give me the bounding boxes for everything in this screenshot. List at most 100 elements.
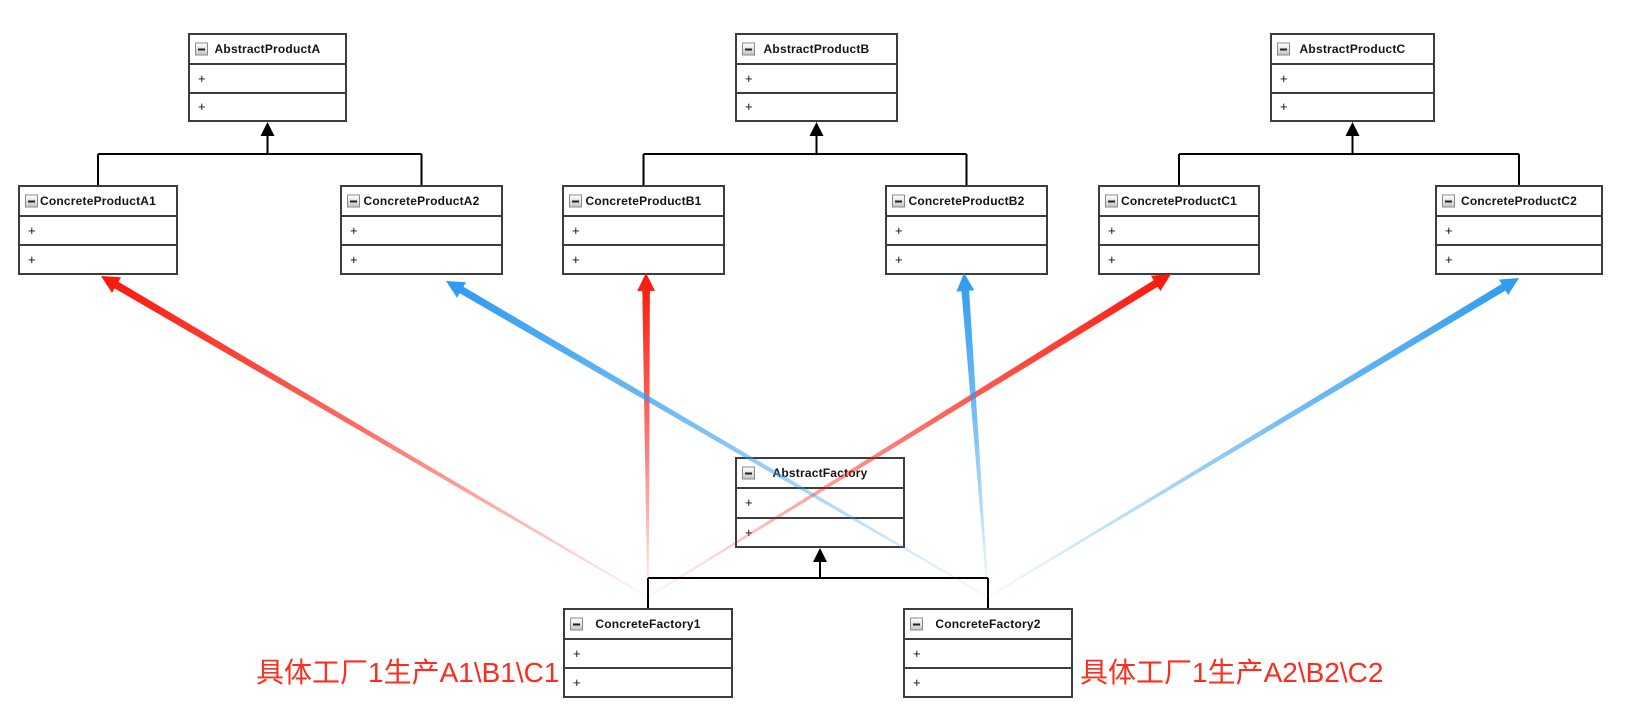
class-header: ConcreteProductC2 (1437, 187, 1601, 215)
class-name-label: AbstractProductB (763, 42, 870, 56)
class-member: + (737, 91, 896, 121)
class-member: + (342, 215, 501, 244)
class-abstract-product-a[interactable]: AbstractProductA++ (188, 33, 347, 122)
minus-glyph (1108, 200, 1115, 202)
class-concrete-product-b1[interactable]: ConcreteProductB1 + + (562, 185, 725, 275)
class-name-label: ConcreteProductA2 (363, 194, 480, 208)
collapse-icon[interactable] (1442, 194, 1455, 208)
generalization-abstract-product-b (642, 134, 968, 185)
class-member: + (565, 638, 731, 667)
minus-glyph (198, 48, 205, 50)
collapse-icon[interactable] (1277, 42, 1290, 56)
class-member: + (1437, 244, 1601, 273)
minus-glyph (1280, 48, 1287, 50)
visibility-marker: + (1445, 223, 1453, 238)
class-member: + (1100, 244, 1258, 273)
class-member: + (737, 487, 903, 517)
visibility-marker: + (350, 223, 358, 238)
class-member: + (190, 63, 345, 92)
class-header: ConcreteProductB1 (564, 187, 723, 215)
class-header: ConcreteProductC1 (1100, 187, 1258, 215)
class-member: + (1100, 215, 1258, 244)
visibility-marker: + (745, 495, 753, 511)
collapse-icon[interactable] (195, 42, 208, 56)
class-name-label: ConcreteProductC2 (1460, 194, 1578, 208)
class-member: + (564, 244, 723, 273)
visibility-marker: + (1108, 252, 1116, 267)
visibility-marker: + (28, 252, 36, 267)
class-concrete-product-c2[interactable]: ConcreteProductC2 + + (1435, 185, 1603, 275)
class-header: ConcreteProductA1 (20, 187, 176, 215)
class-header: ConcreteFactory2 (905, 610, 1071, 638)
visibility-marker: + (745, 70, 753, 86)
class-header: ConcreteFactory1 (565, 610, 731, 638)
class-name-label: ConcreteProductB2 (908, 194, 1025, 208)
creates-arrow-factory1-creates-productA1 (101, 276, 649, 598)
class-name-label: AbstractProductA (214, 42, 321, 56)
class-abstract-product-c[interactable]: AbstractProductC++ (1270, 33, 1435, 122)
creates-arrow-factory1-creates-productC1 (647, 274, 1171, 598)
class-member: + (1272, 91, 1433, 121)
minus-glyph (895, 200, 902, 202)
class-concrete-product-b2[interactable]: ConcreteProductB2 + + (885, 185, 1048, 275)
minus-glyph (1445, 200, 1452, 202)
visibility-marker: + (745, 99, 753, 115)
generalization-abstract-product-c (1178, 134, 1520, 185)
collapse-icon[interactable] (347, 194, 360, 208)
annotation-factory2-produces: 具体工厂1生产A2\B2\C2 (1080, 657, 1384, 688)
generalization-abstract-factory (647, 560, 989, 608)
class-abstract-product-b[interactable]: AbstractProductB + + (735, 33, 898, 122)
visibility-marker: + (198, 70, 206, 86)
class-name-label: ConcreteProductA1 (39, 194, 157, 208)
inheritance-arrowhead-abstract-product-b (809, 122, 824, 136)
collapse-icon[interactable] (1105, 194, 1118, 208)
minus-glyph (573, 623, 580, 625)
minus-glyph (745, 472, 752, 474)
visibility-marker: + (572, 223, 580, 238)
class-member: + (564, 215, 723, 244)
class-member: + (887, 244, 1046, 273)
generalization-abstract-product-a (97, 134, 423, 185)
annotation-factory1-produces: 具体工厂1生产A1\B1\C1 (256, 657, 560, 688)
class-header: AbstractProductC (1272, 35, 1433, 63)
visibility-marker: + (745, 524, 753, 540)
class-name-label: AbstractProductC (1299, 42, 1406, 56)
visibility-marker: + (895, 223, 903, 238)
class-concrete-product-c1[interactable]: ConcreteProductC1 + + (1098, 185, 1260, 275)
creates-arrow-factory2-creates-productB2 (956, 273, 989, 598)
creates-arrow-factory2-creates-productA2 (446, 281, 989, 598)
class-concrete-factory1[interactable]: ConcreteFactory1 + + (563, 608, 733, 698)
minus-glyph (350, 200, 357, 202)
collapse-icon[interactable] (570, 617, 583, 631)
minus-glyph (28, 200, 35, 202)
class-name-label: ConcreteFactory2 (935, 617, 1041, 631)
class-concrete-product-a2[interactable]: ConcreteProductA2++ (340, 185, 503, 275)
creates-arrow-factory1-creates-productB1 (637, 273, 656, 597)
class-concrete-product-a1[interactable]: ConcreteProductA1 + + (18, 185, 178, 275)
class-member: + (20, 215, 176, 244)
class-member: + (1437, 215, 1601, 244)
visibility-marker: + (1445, 252, 1453, 267)
class-header: ConcreteProductB2 (887, 187, 1046, 215)
visibility-marker: + (1280, 99, 1288, 115)
collapse-icon[interactable] (892, 194, 905, 208)
class-member: + (737, 63, 896, 92)
minus-glyph (913, 623, 920, 625)
visibility-marker: + (1108, 223, 1116, 238)
collapse-icon[interactable] (25, 194, 38, 208)
visibility-marker: + (573, 646, 581, 661)
collapse-icon[interactable] (569, 194, 582, 208)
class-concrete-factory2[interactable]: ConcreteFactory2 ++ (903, 608, 1073, 698)
class-member: + (565, 667, 731, 696)
collapse-icon[interactable] (910, 617, 923, 631)
collapse-icon[interactable] (742, 466, 755, 480)
inheritance-arrowhead-abstract-factory (813, 548, 827, 562)
class-member: + (905, 638, 1071, 667)
class-header: ConcreteProductA2 (342, 187, 501, 215)
inheritance-arrowhead-abstract-product-a (260, 122, 275, 136)
class-member: + (905, 667, 1071, 696)
collapse-icon[interactable] (742, 42, 755, 56)
